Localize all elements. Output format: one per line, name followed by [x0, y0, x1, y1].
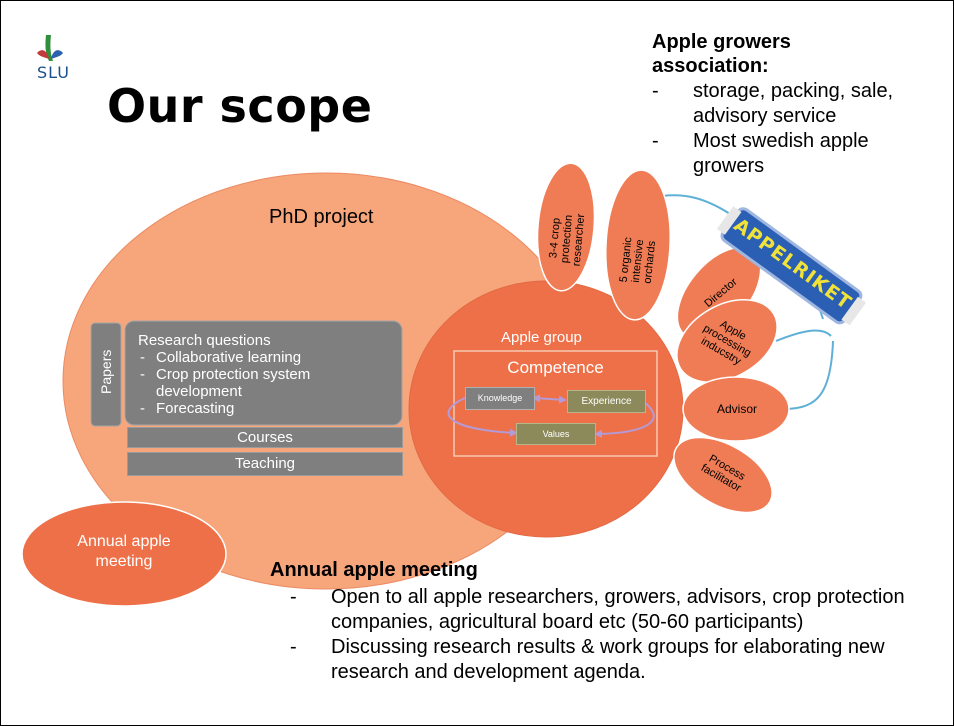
facilitator-oval[interactable]: [661, 422, 785, 528]
values-box: Values: [516, 423, 596, 445]
appelriket-banner: [716, 206, 867, 326]
advisor-oval-label: Advisor: [716, 402, 757, 416]
research-questions: Research questions Collaborative learnin…: [138, 332, 388, 417]
papers-bar: [90, 322, 122, 427]
competence-arrows: [447, 394, 655, 438]
research-item: Crop protection system development: [138, 366, 388, 400]
meeting-bullet: Discussing research results & work group…: [290, 635, 915, 685]
growers-bullet: storage, packing, sale, advisory service: [652, 79, 952, 129]
annual-meeting-oval[interactable]: [21, 501, 227, 607]
papers-label: Papers: [98, 349, 114, 394]
research-heading: Research questions: [138, 332, 271, 349]
apple-group-label: Apple group: [501, 329, 582, 346]
slu-logo-text: SLU: [37, 63, 70, 82]
growers-bullet: Most swedish apple growers: [652, 129, 908, 179]
phd-project-label: PhD project: [269, 206, 374, 228]
researcher-oval[interactable]: [533, 161, 600, 293]
competence-label: Competence: [507, 358, 604, 377]
meeting-bullet: Open to all apple researchers, growers, …: [290, 585, 915, 635]
knowledge-box: Knowledge: [465, 387, 535, 410]
page-title: Our scope: [107, 79, 373, 133]
growers-heading: Apple growers association:: [652, 31, 791, 77]
growers-section: Apple growers association: storage, pack…: [652, 30, 952, 179]
researcher-oval-label: 3-4 crop protection researcher: [547, 213, 588, 267]
annual-oval-label: Annual apple meeting: [77, 533, 171, 570]
meeting-section: Annual apple meeting Open to all apple r…: [270, 559, 930, 685]
research-item: Forecasting: [138, 400, 388, 417]
courses-bar: Courses: [127, 427, 403, 448]
growers-list: storage, packing, sale, advisory service…: [652, 79, 952, 179]
meeting-heading: Annual apple meeting: [270, 559, 478, 581]
slu-logo-icon: [37, 35, 63, 61]
meeting-list: Open to all apple researchers, growers, …: [290, 585, 915, 685]
orchards-oval[interactable]: [602, 168, 674, 321]
experience-box: Experience: [567, 390, 646, 413]
teaching-bar: Teaching: [127, 452, 403, 476]
research-item: Collaborative learning: [138, 349, 388, 366]
industry-oval[interactable]: [662, 283, 792, 399]
advisor-oval[interactable]: [682, 376, 790, 442]
research-list: Collaborative learning Crop protection s…: [138, 349, 388, 417]
